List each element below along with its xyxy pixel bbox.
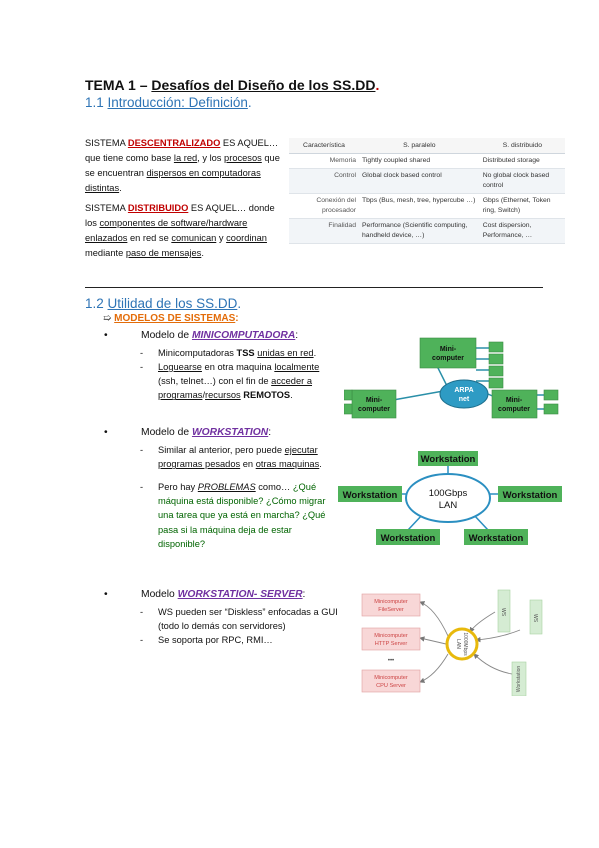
terminal-node bbox=[488, 341, 504, 353]
svg-text:Minicomputer: Minicomputer bbox=[374, 675, 408, 681]
workstation-server-diagram: Minicomputer FileServer Minicomputer HTT… bbox=[361, 589, 543, 696]
svg-text:Workstation: Workstation bbox=[469, 533, 524, 544]
svg-text:Minicomputer: Minicomputer bbox=[374, 633, 408, 639]
workstation-node bbox=[338, 486, 402, 502]
minicomputer-node bbox=[351, 389, 397, 419]
table-header: S. paralelo bbox=[359, 138, 480, 154]
section-divider bbox=[85, 287, 543, 288]
model-workstation: • Modelo de WORKSTATION: bbox=[104, 427, 272, 438]
server-node bbox=[361, 669, 421, 693]
list-item: - Similar al anterior, pero puede ejecut… bbox=[140, 445, 322, 470]
svg-text:computer: computer bbox=[498, 406, 530, 413]
list-item: - Pero hay PROBLEMAS como… ¿Qué máquina … bbox=[140, 482, 326, 549]
svg-text:LAN: LAN bbox=[439, 500, 458, 511]
terminal-node bbox=[488, 377, 504, 389]
list-item: - Se soporta por RPC, RMI… bbox=[140, 635, 273, 645]
list-item: - Minicomputadoras TSS unidas en red. bbox=[140, 348, 317, 358]
svg-text:Workstation: Workstation bbox=[516, 666, 522, 693]
svg-text:Workstation: Workstation bbox=[381, 533, 436, 544]
minicomputer-node bbox=[491, 389, 538, 419]
table-header: S. distribuido bbox=[479, 138, 565, 154]
definition-decentralized: SISTEMA DESCENTRALIZADO ES AQUEL… que ti… bbox=[85, 138, 280, 193]
svg-text:net: net bbox=[459, 396, 470, 403]
svg-text:LAN: LAN bbox=[455, 639, 461, 649]
definition-distributed: SISTEMA DISTRIBUIDO ES AQUEL… donde los … bbox=[85, 203, 275, 258]
lan-node bbox=[405, 473, 491, 523]
workstation-node bbox=[498, 486, 562, 502]
terminal-node bbox=[543, 403, 559, 415]
arpanet-node bbox=[439, 379, 489, 409]
minicomputer-node bbox=[419, 337, 477, 369]
svg-text:Mini-: Mini- bbox=[366, 397, 383, 404]
server-node bbox=[361, 627, 421, 651]
document-title: TEMA 1 – Desafíos del Diseño de los SS.D… bbox=[85, 77, 380, 93]
terminal-node bbox=[344, 389, 353, 401]
model-minicomputer: • Modelo de MINICOMPUTADORA: bbox=[104, 330, 299, 341]
arrow-icon: ➯ bbox=[103, 313, 112, 324]
lan-ring bbox=[445, 627, 479, 661]
svg-text:100Gbps: 100Gbps bbox=[429, 488, 468, 499]
svg-text:Workstation: Workstation bbox=[503, 490, 558, 501]
terminal-node bbox=[543, 389, 559, 401]
terminal-node bbox=[488, 365, 504, 377]
table-header-row: Característica S. paralelo S. distribuid… bbox=[289, 138, 565, 154]
workstation-node bbox=[418, 451, 478, 466]
section-heading-2: 1.2 Utilidad de los SS.DD. bbox=[85, 296, 242, 311]
server-node bbox=[361, 593, 421, 617]
svg-text:1000Mbps: 1000Mbps bbox=[462, 632, 468, 656]
svg-text:ARPA: ARPA bbox=[454, 387, 473, 394]
svg-text:Mini-: Mini- bbox=[440, 346, 457, 353]
arpanet-diagram: Mini- computer Mini- computer Mini- comp… bbox=[344, 337, 559, 419]
svg-text:Workstation: Workstation bbox=[421, 454, 476, 465]
svg-text:CPU Server: CPU Server bbox=[376, 683, 406, 689]
section-heading-1: 1.1 Introducción: Definición. bbox=[85, 95, 252, 110]
svg-text:FileServer: FileServer bbox=[378, 607, 404, 613]
model-workstation-server: • Modelo WORKSTATION- SERVER: bbox=[104, 589, 306, 600]
svg-text:Mini-: Mini- bbox=[506, 397, 523, 404]
subheading-models: ➯ MODELOS DE SISTEMAS: bbox=[103, 313, 239, 324]
table-header: Característica bbox=[289, 138, 359, 154]
svg-text:•••: ••• bbox=[388, 658, 394, 664]
client-node bbox=[497, 589, 511, 633]
svg-text:WS: WS bbox=[500, 608, 506, 617]
list-item: - Loguearse en otra maquina localmente (… bbox=[140, 362, 320, 401]
comparison-table: Característica S. paralelo S. distribuid… bbox=[289, 138, 565, 244]
svg-text:WS: WS bbox=[532, 614, 538, 623]
workstation-node bbox=[464, 529, 528, 545]
client-node bbox=[511, 661, 527, 696]
svg-text:computer: computer bbox=[358, 406, 390, 413]
terminal-node bbox=[488, 353, 504, 365]
list-item: - WS pueden ser “Diskless” enfocadas a G… bbox=[140, 607, 338, 632]
workstation-lan-diagram: Workstation Workstation Workstation Work… bbox=[338, 451, 562, 545]
svg-text:computer: computer bbox=[432, 355, 464, 362]
workstation-node bbox=[376, 529, 440, 545]
svg-text:Minicomputer: Minicomputer bbox=[374, 599, 408, 605]
svg-text:HTTP Server: HTTP Server bbox=[375, 641, 408, 647]
terminal-node bbox=[344, 403, 353, 415]
client-node bbox=[529, 599, 543, 635]
svg-text:Workstation: Workstation bbox=[343, 490, 398, 501]
